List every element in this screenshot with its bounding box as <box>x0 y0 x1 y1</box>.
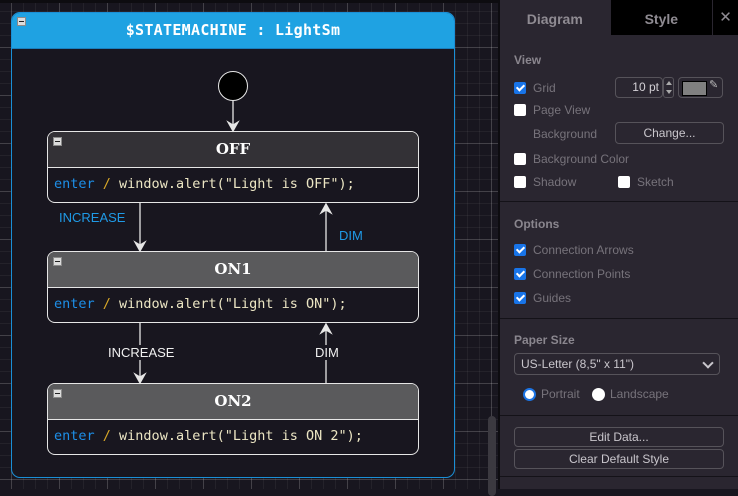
eyedropper-icon[interactable]: ✎ <box>709 79 719 91</box>
state-header[interactable]: ON2 <box>48 384 418 420</box>
collapse-icon[interactable] <box>53 137 62 146</box>
grid-color-picker[interactable]: ✎ <box>678 77 723 98</box>
behavior-separator: / <box>102 296 111 312</box>
options-section: Options Connection Arrows Connection Poi… <box>500 202 738 319</box>
clear-default-style-button[interactable]: Clear Default Style <box>514 449 724 469</box>
landscape-radio[interactable]: Landscape <box>592 387 669 401</box>
shadow-checkbox[interactable]: Shadow <box>514 175 576 189</box>
close-icon[interactable]: ✕ <box>712 0 738 35</box>
paper-size-value: US-Letter (8,5" x 11") <box>521 357 635 371</box>
collapse-icon[interactable] <box>53 257 62 266</box>
radio-selected-icon[interactable] <box>523 387 536 401</box>
section-title: View <box>514 53 542 67</box>
section-title: Paper Size <box>514 333 575 347</box>
tab-style[interactable]: Style <box>609 0 713 35</box>
checkbox-checked-icon[interactable] <box>514 292 526 304</box>
transition-label-dim[interactable]: DIM <box>314 345 340 360</box>
statemachine-header[interactable]: $STATEMACHINE : LightSm <box>12 13 454 49</box>
state-name: ON2 <box>214 392 252 410</box>
landscape-label: Landscape <box>610 387 669 401</box>
checkbox-unchecked-icon[interactable] <box>618 176 630 188</box>
edit-data-button[interactable]: Edit Data... <box>514 427 724 447</box>
chevron-down-icon <box>702 357 714 369</box>
page-view-checkbox[interactable]: Page View <box>514 103 590 117</box>
state-on1[interactable]: ON1 enter / window.alert("Light is ON"); <box>47 251 419 323</box>
behavior-action: window.alert("Light is OFF"); <box>110 176 355 192</box>
behavior-separator: / <box>102 428 111 444</box>
grid-color-swatch[interactable] <box>682 81 707 96</box>
transition-label-increase[interactable]: INCREASE <box>107 345 176 360</box>
behavior-trigger: enter <box>54 296 95 312</box>
grid-label: Grid <box>533 81 556 95</box>
guides-label: Guides <box>533 291 572 305</box>
chevron-up-icon[interactable] <box>666 81 672 85</box>
radio-unselected-icon[interactable] <box>592 387 605 401</box>
grid-size-stepper[interactable] <box>663 77 674 98</box>
state-behavior[interactable]: enter / window.alert("Light is ON 2"); <box>48 420 418 454</box>
background-color-label: Background Color <box>533 152 630 166</box>
checkbox-checked-icon[interactable] <box>514 82 526 94</box>
data-section: Edit Data... Clear Default Style <box>500 416 738 477</box>
portrait-label: Portrait <box>541 387 580 401</box>
tab-diagram[interactable]: Diagram <box>500 0 610 35</box>
sketch-label: Sketch <box>637 175 674 189</box>
behavior-trigger: enter <box>54 176 95 192</box>
initial-state-node[interactable] <box>218 71 248 101</box>
state-header[interactable]: OFF <box>48 132 418 168</box>
state-name: OFF <box>215 140 251 158</box>
connection-points-checkbox[interactable]: Connection Points <box>514 267 630 281</box>
checkbox-checked-icon[interactable] <box>514 268 526 280</box>
state-off[interactable]: OFF enter / window.alert("Light is OFF")… <box>47 131 419 203</box>
page-view-label: Page View <box>533 103 591 117</box>
diagram-canvas[interactable]: $STATEMACHINE : LightSm OFF enter / wind… <box>0 0 498 496</box>
connection-arrows-label: Connection Arrows <box>533 243 634 257</box>
guides-checkbox[interactable]: Guides <box>514 291 571 305</box>
view-section: View Grid 10 pt ✎ Page View Background C… <box>500 35 738 202</box>
sketch-checkbox[interactable]: Sketch <box>618 175 674 189</box>
transition-label-dim[interactable]: DIM <box>339 228 363 243</box>
connection-points-label: Connection Points <box>533 267 631 281</box>
connection-arrows-checkbox[interactable]: Connection Arrows <box>514 243 634 257</box>
checkbox-unchecked-icon[interactable] <box>514 176 526 188</box>
background-color-checkbox[interactable]: Background Color <box>514 152 629 166</box>
state-header[interactable]: ON1 <box>48 252 418 288</box>
behavior-separator: / <box>102 176 111 192</box>
collapse-icon[interactable] <box>17 17 26 26</box>
section-title: Options <box>514 217 560 231</box>
paper-size-section: Paper Size US-Letter (8,5" x 11") Portra… <box>500 319 738 416</box>
panel-tabs: Diagram Style ✕ <box>500 0 738 35</box>
collapse-icon[interactable] <box>53 389 62 398</box>
transition-label-increase[interactable]: INCREASE <box>59 210 126 225</box>
shadow-label: Shadow <box>533 175 577 189</box>
checkbox-checked-icon[interactable] <box>514 244 526 256</box>
background-label: Background <box>533 127 598 141</box>
checkbox-unchecked-icon[interactable] <box>514 153 526 165</box>
behavior-action: window.alert("Light is ON 2"); <box>110 428 363 444</box>
behavior-trigger: enter <box>54 428 95 444</box>
statemachine-title: $STATEMACHINE : LightSm <box>125 21 341 39</box>
paper-size-select[interactable]: US-Letter (8,5" x 11") <box>514 353 720 375</box>
state-behavior[interactable]: enter / window.alert("Light is OFF"); <box>48 168 418 202</box>
checkbox-unchecked-icon[interactable] <box>514 104 526 116</box>
state-behavior[interactable]: enter / window.alert("Light is ON"); <box>48 288 418 322</box>
change-background-button[interactable]: Change... <box>615 122 724 144</box>
format-panel: Diagram Style ✕ View Grid 10 pt ✎ Page V… <box>498 0 738 489</box>
grid-checkbox[interactable]: Grid <box>514 81 556 95</box>
chevron-down-icon[interactable] <box>666 90 672 94</box>
state-on2[interactable]: ON2 enter / window.alert("Light is ON 2"… <box>47 383 419 455</box>
behavior-action: window.alert("Light is ON"); <box>110 296 347 312</box>
state-name: ON1 <box>214 260 252 278</box>
grid-size-input[interactable]: 10 pt <box>615 77 663 98</box>
vertical-scrollbar[interactable] <box>488 416 496 496</box>
portrait-radio[interactable]: Portrait <box>523 387 580 401</box>
